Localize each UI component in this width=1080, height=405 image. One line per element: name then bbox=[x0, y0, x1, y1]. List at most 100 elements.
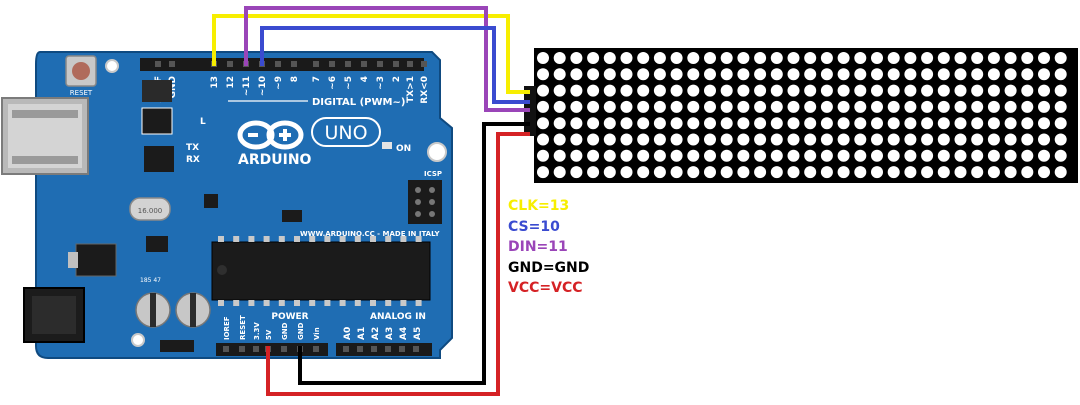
matrix-led bbox=[1004, 149, 1017, 162]
matrix-led bbox=[1004, 84, 1017, 97]
matrix-led bbox=[787, 117, 800, 130]
matrix-led bbox=[804, 100, 817, 113]
header-pin bbox=[413, 346, 419, 352]
matrix-led bbox=[687, 52, 700, 64]
matrix-led bbox=[921, 100, 934, 113]
matrix-led bbox=[837, 52, 850, 64]
matrix-led bbox=[937, 84, 950, 97]
matrix-led bbox=[637, 149, 650, 162]
matrix-led bbox=[971, 52, 984, 64]
matrix-led bbox=[987, 52, 1000, 64]
matrix-led bbox=[553, 100, 566, 113]
matrix-led bbox=[887, 68, 900, 81]
matrix-led bbox=[937, 149, 950, 162]
analog-pin-label: A4 bbox=[399, 327, 409, 340]
chip-pin-group bbox=[218, 236, 422, 306]
matrix-led bbox=[871, 117, 883, 130]
matrix-led bbox=[704, 100, 716, 113]
capacitor bbox=[135, 292, 171, 328]
matrix-led bbox=[570, 166, 583, 179]
matrix-led bbox=[887, 100, 900, 113]
legend-din: DIN=11 bbox=[508, 239, 568, 256]
matrix-led bbox=[653, 84, 666, 97]
matrix-led bbox=[987, 149, 1000, 162]
matrix-led bbox=[653, 133, 666, 146]
analog-pin-label: A1 bbox=[357, 327, 367, 340]
matrix-led bbox=[1021, 166, 1034, 179]
wires bbox=[212, 6, 530, 396]
jumper-block bbox=[141, 107, 173, 135]
header-pin bbox=[357, 346, 363, 352]
matrix-led bbox=[954, 52, 967, 64]
wire-clk bbox=[212, 14, 530, 94]
matrix-led bbox=[587, 133, 600, 146]
header-pin bbox=[169, 61, 175, 67]
led-block bbox=[142, 80, 172, 102]
chip-leg bbox=[354, 300, 361, 306]
digital-pin-label: GND bbox=[168, 76, 178, 98]
analog-pin-label: A0 bbox=[343, 327, 353, 340]
matrix-led bbox=[971, 117, 984, 130]
matrix-led bbox=[971, 149, 984, 162]
chip-leg bbox=[294, 236, 300, 242]
matrix-led bbox=[954, 133, 967, 146]
matrix-led bbox=[937, 52, 950, 64]
matrix-led bbox=[921, 52, 934, 64]
matrix-led bbox=[787, 68, 800, 81]
power-header bbox=[216, 343, 328, 356]
reset-label: RESET bbox=[70, 89, 93, 97]
matrix-led bbox=[854, 84, 867, 97]
matrix-led bbox=[820, 133, 833, 146]
matrix-led bbox=[854, 52, 867, 64]
header-pin bbox=[407, 61, 413, 67]
matrix-led bbox=[804, 133, 817, 146]
matrix-led bbox=[670, 133, 683, 146]
matrix-led bbox=[954, 68, 967, 81]
matrix-led bbox=[704, 52, 716, 64]
analog-pin-label: A5 bbox=[413, 327, 423, 340]
matrix-led bbox=[720, 68, 733, 81]
voltage-regulator bbox=[75, 243, 117, 277]
reset-button: RESET bbox=[65, 55, 97, 97]
matrix-led bbox=[603, 84, 616, 97]
matrix-led bbox=[620, 166, 633, 179]
matrix-led bbox=[1004, 52, 1017, 64]
matrix-led bbox=[737, 149, 750, 162]
matrix-led bbox=[587, 149, 600, 162]
matrix-led bbox=[1021, 133, 1034, 146]
matrix-led bbox=[770, 100, 783, 113]
matrix-led bbox=[787, 84, 800, 97]
matrix-led bbox=[653, 52, 666, 64]
matrix-led bbox=[1021, 149, 1034, 162]
header-pin bbox=[393, 61, 399, 67]
header-pin bbox=[371, 346, 377, 352]
matrix-led bbox=[670, 149, 683, 162]
matrix-led bbox=[570, 84, 583, 97]
l-label: L bbox=[200, 117, 206, 127]
matrix-led bbox=[704, 117, 716, 130]
matrix-led bbox=[720, 149, 733, 162]
digital-pin-label: 13 bbox=[210, 76, 220, 89]
matrix-led bbox=[553, 149, 566, 162]
chip-leg bbox=[309, 300, 316, 306]
matrix-led bbox=[637, 100, 650, 113]
chip-leg bbox=[248, 236, 255, 242]
chip-leg bbox=[278, 236, 285, 242]
matrix-led bbox=[1021, 100, 1034, 113]
matrix-led bbox=[737, 133, 750, 146]
matrix-led bbox=[687, 133, 700, 146]
matrix-led bbox=[587, 166, 600, 179]
matrix-led bbox=[871, 100, 883, 113]
header-pin bbox=[253, 346, 259, 352]
matrix-led bbox=[937, 68, 950, 81]
small-smd bbox=[282, 210, 302, 222]
small-chip bbox=[160, 340, 194, 352]
matrix-led bbox=[603, 68, 616, 81]
chip-leg bbox=[218, 300, 224, 306]
matrix-led bbox=[770, 52, 783, 64]
atmega-chip bbox=[211, 241, 431, 301]
matrix-led bbox=[720, 133, 733, 146]
matrix-led bbox=[921, 166, 934, 179]
chip-leg bbox=[400, 300, 407, 306]
